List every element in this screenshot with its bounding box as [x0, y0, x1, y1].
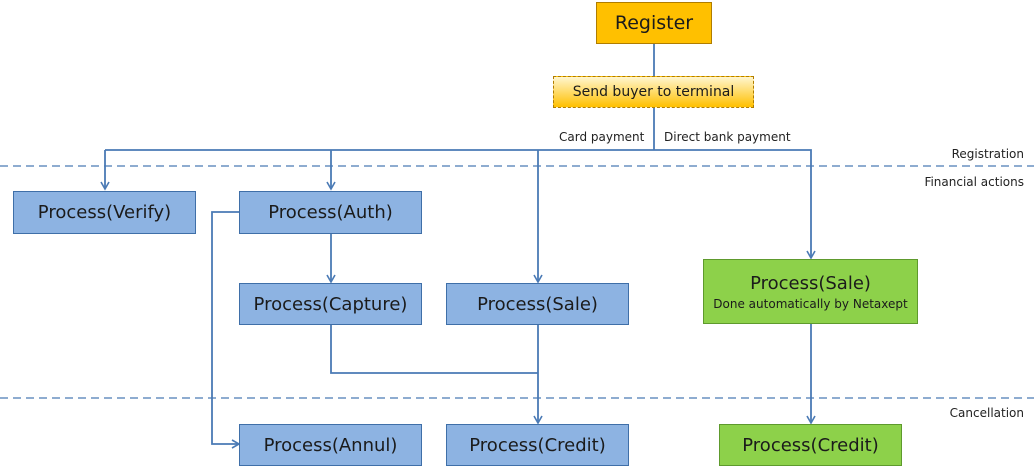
process-sale-bank-node: Process(Sale) Done automatically by Neta…: [703, 259, 918, 324]
process-sale-card-node: Process(Sale): [446, 283, 629, 325]
card-payment-label: Card payment: [559, 130, 645, 144]
annul-label: Process(Annul): [263, 434, 398, 456]
zone-financial-actions: Financial actions: [924, 175, 1024, 189]
process-auth-node: Process(Auth): [239, 191, 422, 234]
sale-bank-note: Done automatically by Netaxept: [713, 296, 908, 311]
verify-label: Process(Verify): [37, 202, 172, 223]
process-annul-node: Process(Annul): [239, 424, 422, 466]
capture-to-credit-line: [330, 325, 538, 374]
process-credit-bank-node: Process(Credit): [719, 424, 902, 466]
direct-bank-payment-label: Direct bank payment: [664, 130, 791, 144]
sale-bank-label: Process(Sale): [750, 272, 871, 294]
capture-label: Process(Capture): [253, 293, 408, 315]
process-verify-node: Process(Verify): [13, 191, 196, 234]
register-node: Register: [596, 2, 712, 44]
process-capture-node: Process(Capture): [239, 283, 422, 325]
credit-card-label: Process(Credit): [469, 434, 606, 456]
auth-label: Process(Auth): [268, 202, 393, 223]
auth-to-annul-arrow: [211, 211, 241, 449]
zone-cancellation: Cancellation: [949, 406, 1024, 420]
process-credit-card-node: Process(Credit): [446, 424, 629, 466]
credit-bank-label: Process(Credit): [742, 434, 879, 456]
zone-registration: Registration: [951, 147, 1024, 161]
send-terminal-label: Send buyer to terminal: [572, 84, 735, 100]
bank-branch-arrow: [654, 149, 816, 260]
sale-card-label: Process(Sale): [477, 293, 598, 315]
send-buyer-to-terminal-node: Send buyer to terminal: [553, 76, 754, 108]
register-label: Register: [614, 12, 694, 34]
